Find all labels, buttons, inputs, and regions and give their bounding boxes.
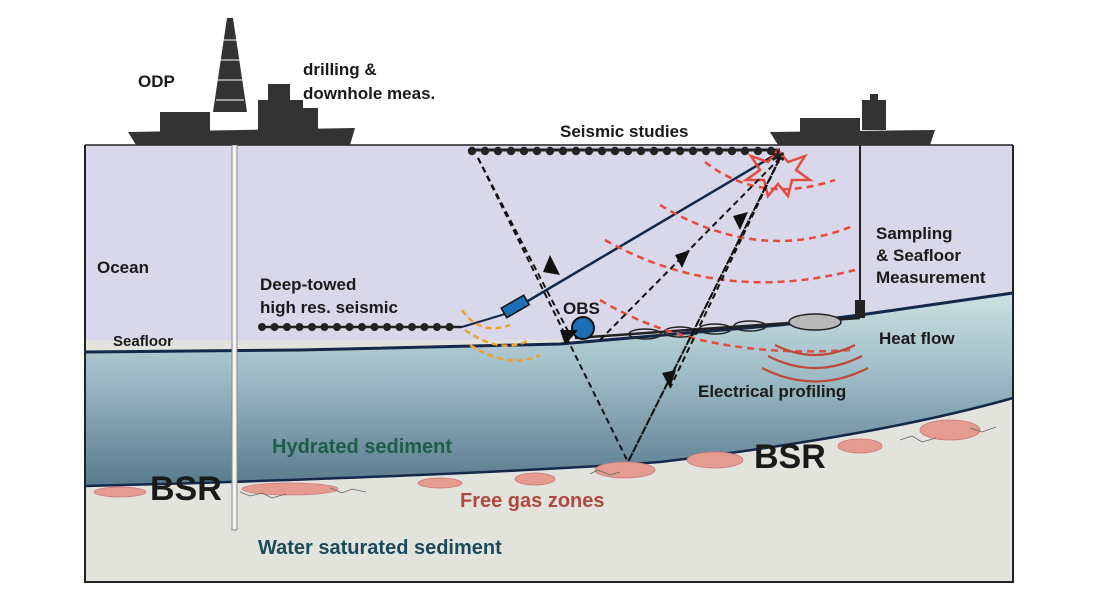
hydrophone-dot [532,146,542,156]
hydrophone-dot [480,146,490,156]
free-gas-patches [93,419,981,498]
drilling-label-line1: drilling & [303,60,377,79]
sampling-label-line3: Measurement [876,268,986,287]
sampling-label-line2: & Seafloor [876,246,961,265]
obs-instrument [571,316,595,340]
hydrophone-dot [753,146,763,156]
hydrophone-dot [558,146,568,156]
hydrophone-dot [493,146,503,156]
hydrophone-dot [636,146,646,156]
hydrated-sediment-layer [85,294,1013,486]
hydrophone-dot [571,146,581,156]
odp-ship-icon [128,18,355,145]
heat-flow-rings [761,344,869,383]
sediment-fractures [239,426,997,499]
water-saturated-label: Water saturated sediment [258,537,502,559]
deep-tow-hydrophone-dot [395,323,404,331]
seismic-ship-icon [770,94,935,145]
seafloor-line [84,291,1014,354]
hydrophone-dot [662,146,672,156]
deep-tow-hydrophone-dot [295,323,304,331]
hydrophone-dot [701,146,711,156]
deep-tow-hydrophone-dot [445,323,454,331]
deep-tow-hydrophone-dot [308,323,316,331]
hydrophone-dot [740,146,750,156]
hydrophone-dot [506,146,516,156]
deep-tow-fish [500,294,531,319]
deep-tow-hydrophone-dot [258,323,266,331]
hydrophone-dot [675,146,685,156]
deep-tow-hydrophone-dot [283,323,291,331]
sampling-label-line1: Sampling [876,224,953,243]
deep-tow-hydrophone-dot [345,323,354,331]
hydrophone-dot [519,146,529,156]
hydrophone-dot [766,146,776,156]
section-frame [84,145,1014,583]
bsr-left-label: BSR [150,470,222,508]
hydrophone-dot [727,146,737,156]
obs-label: OBS [563,299,600,318]
odp-derrick-lattice [216,39,244,101]
deep-tow-hydrophone-dot [358,323,366,331]
hydrophone-dot [584,146,594,156]
seismic-source-burst-icon: ✱ [742,147,814,199]
deep-tow-hydrophone-dot [270,323,279,331]
ocean-label: Ocean [97,258,149,277]
drill-pipe [231,144,238,531]
heat-flow-label: Heat flow [879,329,955,348]
deep-tow-hydrophone-dot [420,323,429,331]
deep-tow-hydrophone-dot [408,323,416,331]
deep-tow-hydrophone-dot [383,323,391,331]
seismic-studies-label: Seismic studies [560,122,689,141]
hydrophone-dot [545,146,555,156]
free-gas-zones-label: Free gas zones [460,490,605,512]
seismic-raypaths [477,157,781,465]
svg-text:✱: ✱ [770,147,785,168]
electrical-profiling-array [574,313,861,340]
hydrophone-dot [714,146,724,156]
hydrophone-dot [610,146,620,156]
deep-tow-hydrophone-dot [333,323,341,331]
deep-towed-label-line2: high res. seismic [260,298,398,317]
hydrophone-dot [623,146,633,156]
deep-tow-hydrophone-dot [320,323,329,331]
odp-label: ODP [138,72,175,91]
hydrated-sediment-label: Hydrated sediment [272,436,452,458]
surface-streamer [467,146,780,156]
hydrophone-dot [467,146,477,156]
raypath-arrows [543,212,748,388]
electrical-profiling-label: Electrical profiling [698,382,846,401]
bsr-right-label: BSR [754,438,826,476]
deep-tow-hydrophone-dot [370,323,379,331]
deep-towed-label-line1: Deep-towed [260,275,356,294]
hydrophone-dot [649,146,659,156]
heat-flow-probe [855,300,865,318]
deep-tow-streamer [258,313,506,331]
deep-tow-hydrophone-dot [433,323,441,331]
seafloor-label: Seafloor [113,333,173,350]
drilling-label-line2: downhole meas. [303,84,435,103]
deep-tow-wavefronts [460,309,541,362]
hydrophone-dot [688,146,698,156]
tow-cable [515,150,781,310]
hydrophone-dot [597,146,607,156]
